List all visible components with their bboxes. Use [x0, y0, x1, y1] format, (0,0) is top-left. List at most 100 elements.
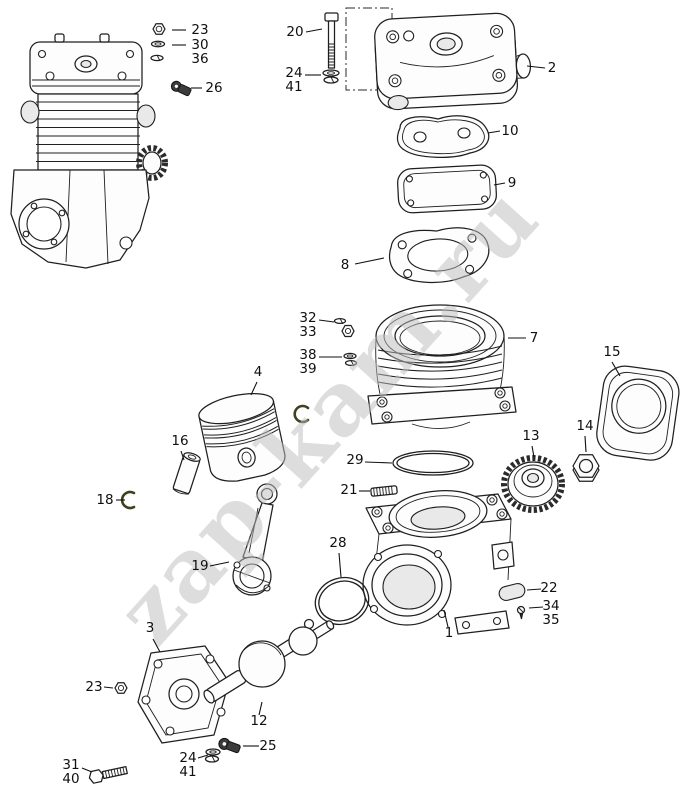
leader-line [526, 65, 546, 69]
part-label-24-5: 24 [285, 65, 302, 81]
piston-pin [172, 452, 201, 495]
part-label-4-17: 4 [254, 364, 263, 380]
leader-line [364, 461, 393, 464]
leader-line [103, 686, 114, 689]
screw-34 [516, 605, 526, 620]
cylinder-fins [36, 101, 140, 162]
part-label-23-0: 23 [191, 22, 208, 38]
part-label-9-9: 9 [508, 175, 517, 191]
part-label-28-25: 28 [329, 535, 346, 551]
spring-washer-41-bottom [204, 755, 220, 763]
part-label-16-18: 16 [171, 433, 188, 449]
part-label-41-34: 41 [179, 764, 196, 780]
part-label-34-27: 34 [542, 598, 559, 614]
part-label-33-12: 33 [299, 324, 316, 340]
part-label-31-36: 31 [62, 757, 79, 773]
piston [198, 393, 286, 482]
part-label-26-3: 26 [205, 80, 222, 96]
part-label-12-32: 12 [250, 713, 267, 729]
part-label-23-31: 23 [85, 679, 102, 695]
part-label-8-10: 8 [341, 257, 350, 273]
part-label-41-6: 41 [285, 79, 302, 95]
crankcase [362, 490, 515, 635]
part-label-13-19: 13 [522, 428, 539, 444]
spring-washer-36 [150, 54, 164, 62]
leader-line [197, 754, 209, 759]
gasket-10 [396, 115, 490, 158]
part-label-29-22: 29 [346, 452, 363, 468]
part-label-18-21: 18 [96, 492, 113, 508]
drive-gear-assembled [136, 145, 168, 181]
bolt-31 [88, 766, 128, 784]
part-label-19-24: 19 [191, 558, 208, 574]
leader-line [152, 638, 161, 653]
part-label-10-8: 10 [501, 123, 518, 139]
nut-14 [572, 454, 600, 482]
assembled-compressor [10, 33, 168, 269]
washer-24-top [322, 69, 340, 77]
part-label-39-14: 39 [299, 361, 316, 377]
part-label-2-7: 2 [548, 60, 557, 76]
leader-line [531, 445, 535, 458]
connecting-rod [232, 483, 278, 596]
elbow-fitting-26 [170, 80, 192, 97]
leader-line [180, 450, 185, 461]
part-label-20-4: 20 [286, 24, 303, 40]
elbow-fitting-25 [218, 737, 241, 754]
spring-washer-39 [344, 359, 358, 367]
plug-22 [498, 582, 526, 602]
leader-line [305, 28, 323, 33]
stud-21 [370, 485, 398, 497]
leader-line [354, 257, 385, 265]
part-label-30-1: 30 [191, 37, 208, 53]
washer-38 [343, 352, 357, 360]
leader-line [338, 552, 342, 578]
nut-23-top [152, 23, 166, 35]
spring-washer-41-top [323, 76, 339, 84]
leader-line [209, 561, 230, 567]
part-label-7-15: 7 [530, 330, 539, 346]
part-label-1-29: 1 [445, 625, 454, 641]
part-label-38-13: 38 [299, 347, 316, 363]
part-label-25-35: 25 [259, 738, 276, 754]
spring-washer-32 [333, 317, 347, 325]
part-label-40-37: 40 [62, 771, 79, 787]
leader-line [443, 609, 449, 628]
part-label-21-23: 21 [340, 482, 357, 498]
gear [501, 455, 565, 513]
part-label-32-11: 32 [299, 310, 316, 326]
leader-line [493, 182, 506, 186]
bolt-20 [324, 12, 339, 69]
part-label-14-20: 14 [576, 418, 593, 434]
part-label-35-28: 35 [542, 612, 559, 628]
gasket-8 [388, 227, 490, 284]
circlip-18-a [293, 404, 310, 424]
o-ring-28 [314, 576, 370, 626]
part-label-22-26: 22 [540, 580, 557, 596]
leader-line [318, 319, 335, 323]
washer-24-bottom [205, 748, 221, 756]
seal-15 [596, 365, 680, 461]
leader-line [250, 381, 258, 396]
leader-line [584, 435, 587, 453]
cylinder-7-fins [377, 345, 503, 388]
nut-33 [341, 324, 355, 338]
leader-line [81, 767, 93, 773]
cylinder-part [367, 304, 517, 429]
leader-line [526, 588, 542, 591]
piston-rings [202, 408, 279, 448]
part-label-15-16: 15 [603, 344, 620, 360]
leader-line [258, 701, 263, 716]
leader-line [611, 361, 621, 377]
leader-line [487, 130, 501, 134]
nut-23-bottom [114, 682, 128, 694]
part-label-36-2: 36 [191, 51, 208, 67]
gasket-9 [397, 164, 497, 214]
o-ring-29 [392, 450, 474, 476]
part-label-24-33: 24 [179, 750, 196, 766]
leader-line [528, 606, 544, 609]
washer-30 [150, 40, 166, 48]
